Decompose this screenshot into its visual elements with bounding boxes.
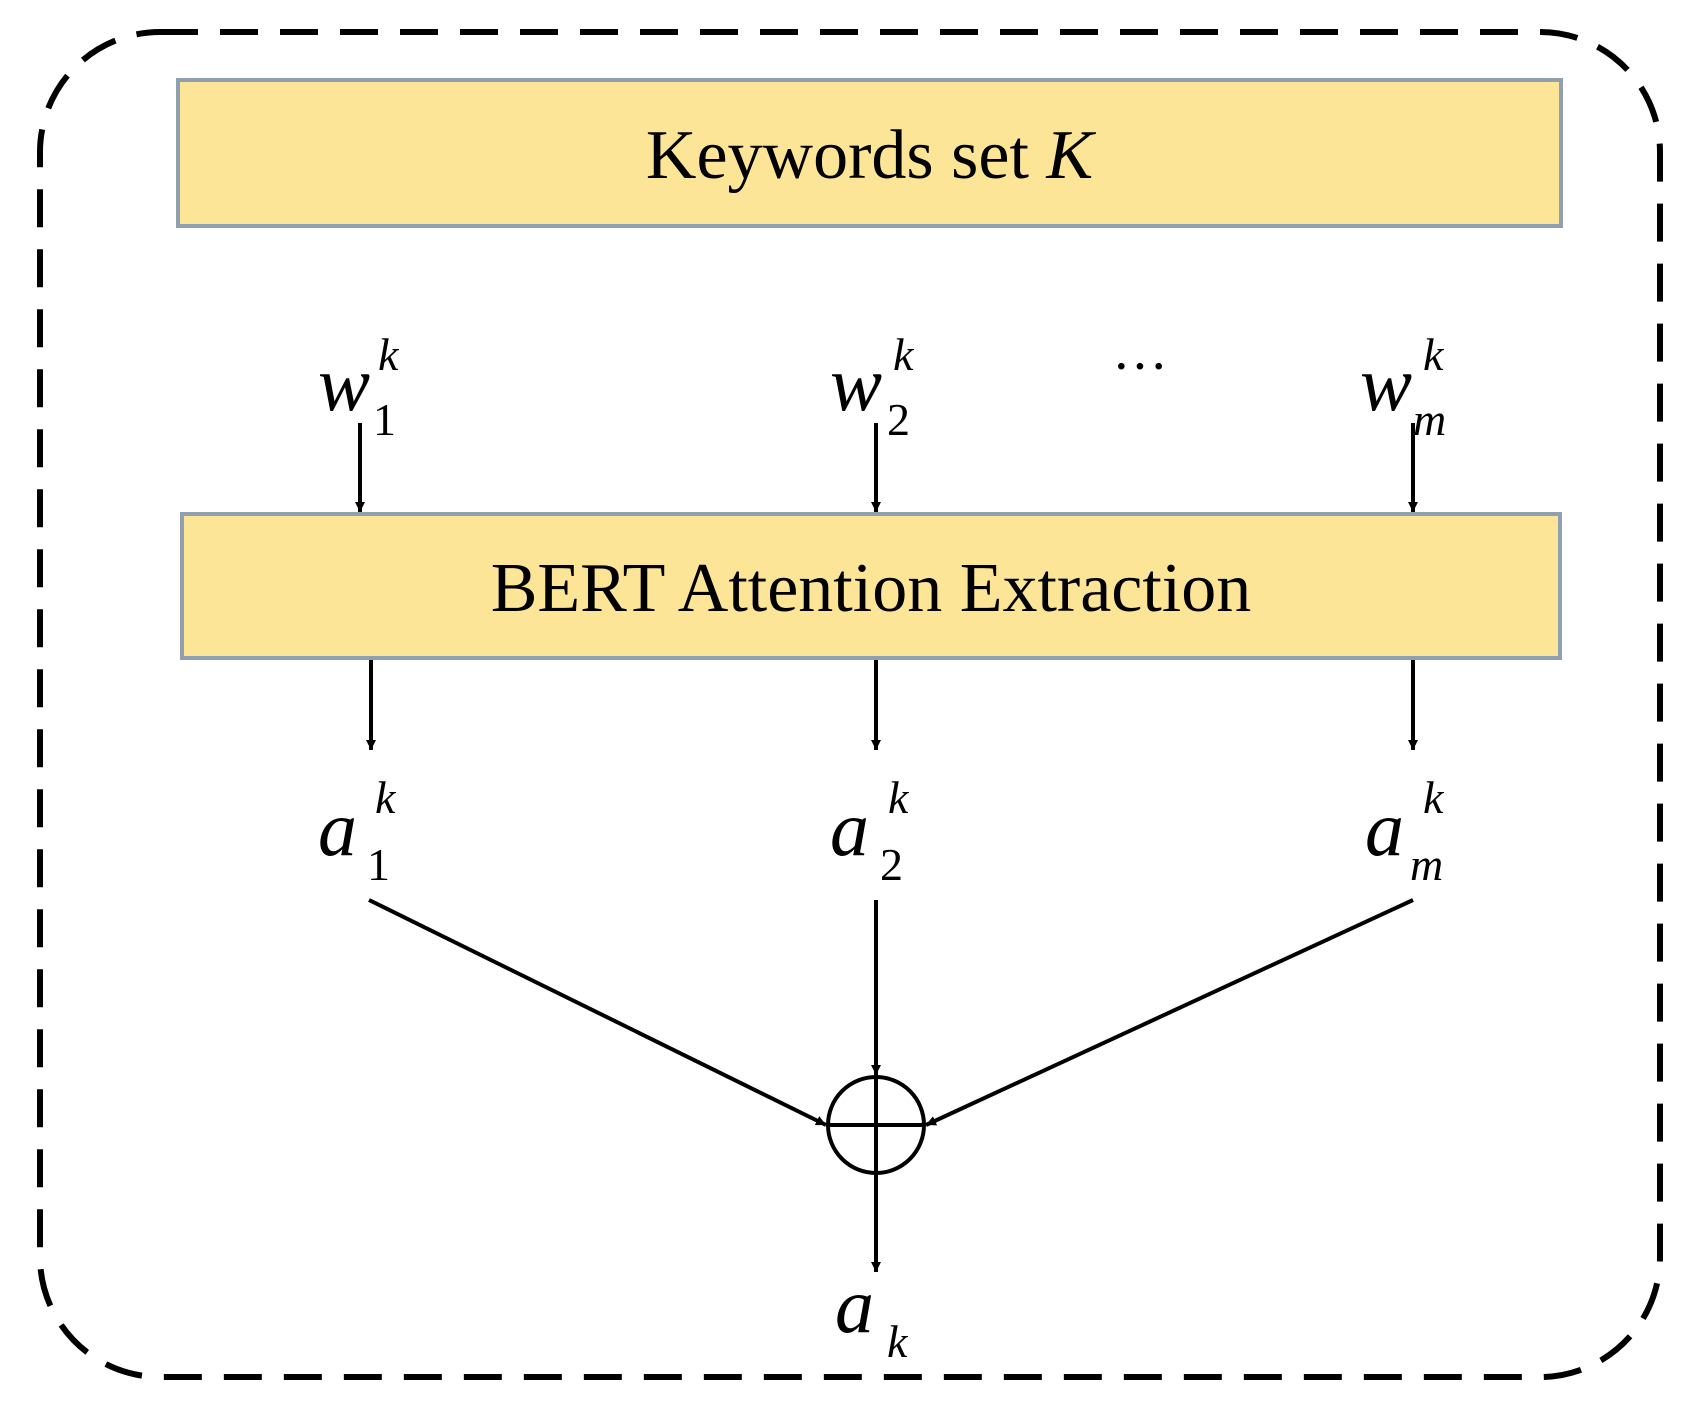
output-1-subscript: 1	[367, 839, 390, 890]
input-1-main: w	[318, 340, 370, 427]
output-2-subscript: 2	[880, 839, 903, 890]
input-1-superscript: k	[378, 329, 400, 380]
keywords-box-label: Keywords set K	[646, 117, 1096, 194]
input-2-main: w	[830, 340, 882, 427]
input-1-subscript: 1	[373, 394, 396, 445]
output-m-main: a	[1365, 785, 1404, 872]
input-2-subscript: 2	[887, 394, 910, 445]
result-main: a	[835, 1262, 874, 1349]
output-variable-2: a k 2	[830, 772, 910, 890]
sum-operator-icon	[826, 1075, 926, 1175]
output-1-superscript: k	[375, 772, 397, 823]
input-m-main: w	[1360, 340, 1412, 427]
input-ellipsis: ···	[1112, 336, 1168, 398]
keywords-box: Keywords set K	[176, 78, 1563, 228]
bert-box-label: BERT Attention Extraction	[491, 550, 1252, 627]
input-variable-m: w k m	[1360, 329, 1446, 445]
input-2-superscript: k	[893, 329, 915, 380]
arrow-output-1-to-sum	[368, 898, 827, 1127]
result-variable: a k	[835, 1262, 909, 1367]
output-2-superscript: k	[888, 772, 910, 823]
output-m-subscript: m	[1410, 839, 1443, 890]
input-m-superscript: k	[1423, 329, 1445, 380]
arrow-output-m-to-sum	[925, 898, 1414, 1127]
input-variable-2: w k 2	[830, 329, 915, 445]
bert-box: BERT Attention Extraction	[180, 512, 1562, 660]
input-m-subscript: m	[1413, 394, 1446, 445]
module-frame	[37, 29, 1663, 1380]
result-subscript: k	[887, 1316, 909, 1367]
output-1-main: a	[318, 785, 357, 872]
output-2-main: a	[830, 785, 869, 872]
output-m-superscript: k	[1423, 772, 1445, 823]
output-variable-1: a k 1	[318, 772, 397, 890]
output-variable-m: a k m	[1365, 772, 1445, 890]
input-variable-1: w k 1	[318, 329, 400, 445]
